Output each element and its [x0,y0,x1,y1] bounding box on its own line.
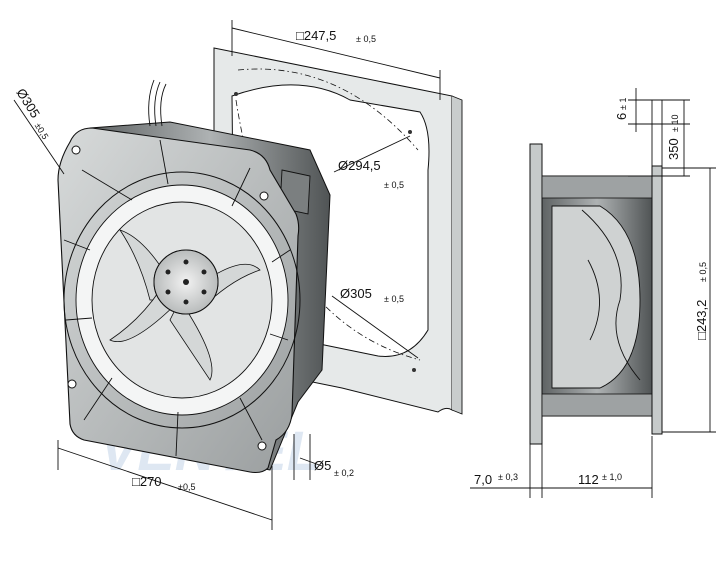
svg-text:± 0,5: ± 0,5 [698,262,708,282]
label-square-247: □247,5 ± 0,5 [296,28,376,44]
dimension-lines [13,20,716,530]
svg-text:± 0,3: ± 0,3 [498,472,518,482]
svg-text:6: 6 [614,113,629,120]
svg-text:± 0,2: ± 0,2 [334,468,354,478]
svg-text:± 10: ± 10 [670,115,680,132]
svg-text:Ø5: Ø5 [314,458,331,473]
label-diam-305-right: Ø305 ± 0,5 [340,286,404,304]
label-dim-112: 112 ± 1,0 [578,472,622,487]
label-dim-7: 7,0 ± 0,3 [474,472,518,487]
svg-text:± 1,0: ± 1,0 [602,472,622,482]
svg-text:Ø294,5: Ø294,5 [338,158,381,173]
svg-text:350: 350 [666,138,681,160]
svg-text:□243,2: □243,2 [694,300,709,340]
svg-text:112: 112 [578,472,599,487]
label-square-243: □243,2 ± 0,5 [694,262,709,340]
label-diam-294: Ø294,5 ± 0,5 [338,158,404,190]
svg-text:Ø305: Ø305 [13,86,43,121]
svg-text:□247,5: □247,5 [296,28,336,43]
fan-3d-view [57,79,331,474]
fan-side-view [529,100,663,445]
svg-text:± 0,5: ± 0,5 [384,180,404,190]
svg-text:±0,5: ±0,5 [178,482,195,492]
svg-text:Ø305: Ø305 [340,286,372,301]
svg-text:□270: □270 [132,474,162,489]
svg-text:7,0: 7,0 [474,472,492,487]
label-dim-6: 6 ± 1 [614,98,629,120]
label-hole-5: Ø5 ± 0,2 [314,458,354,478]
svg-text:± 0,5: ± 0,5 [384,294,404,304]
label-diam-305-left: Ø305 ±0,5 [13,86,50,142]
svg-text:± 0,5: ± 0,5 [356,34,376,44]
label-dim-350: 350 ± 10 [666,115,681,160]
label-square-270: □270 ±0,5 [132,474,195,492]
svg-text:± 1: ± 1 [618,98,628,110]
